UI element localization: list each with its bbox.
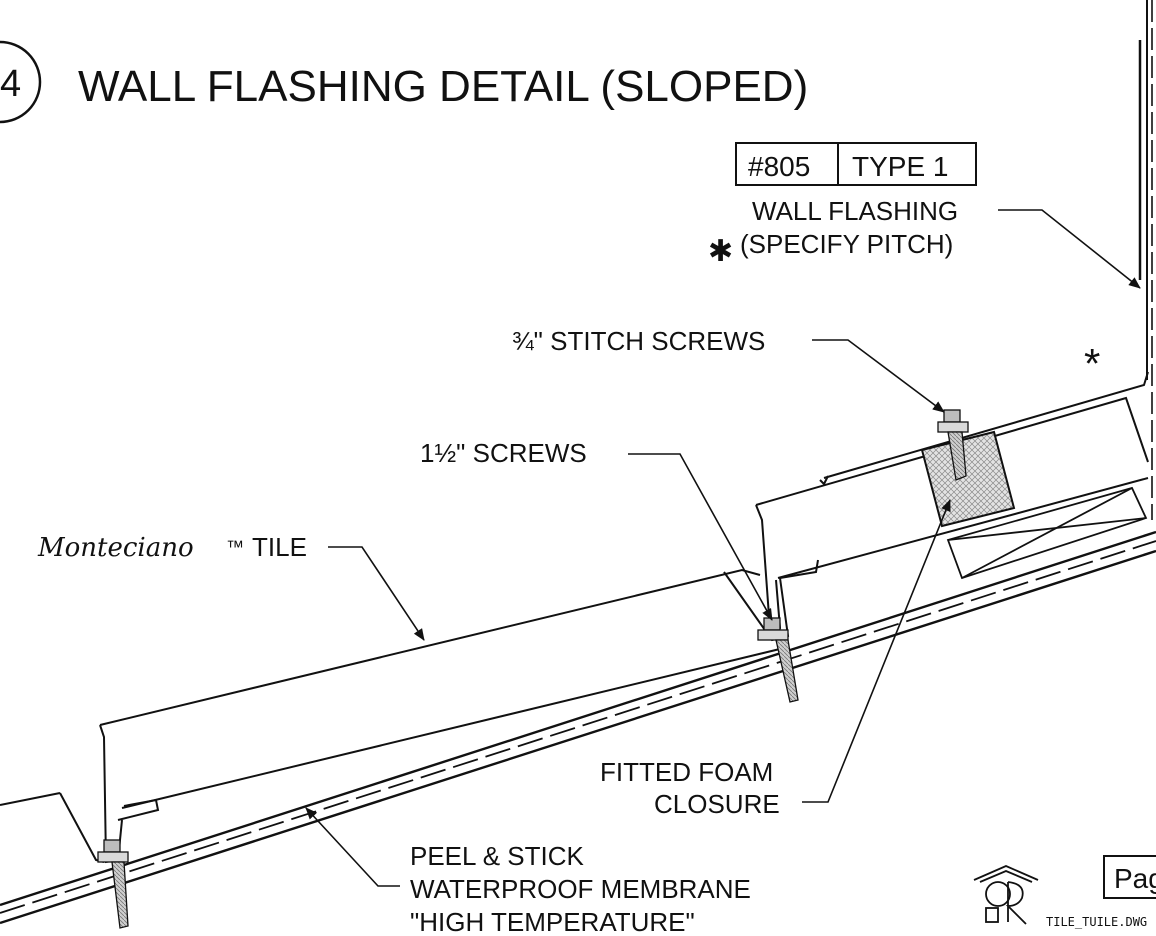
tile-word-label: TILE (252, 532, 307, 562)
specify-pitch-label: (SPECIFY PITCH) (740, 229, 953, 259)
membrane-label-line1: PEEL & STICK (410, 841, 585, 871)
foam-closure-label-line1: FITTED FOAM (600, 757, 773, 787)
foam-closure-leader (802, 499, 951, 803)
foam-closure (920, 430, 1016, 528)
tile-left-partial (0, 792, 105, 863)
tile-tm-mark: ™ (226, 537, 244, 557)
membrane-dashed-line (0, 540, 1156, 914)
title-block: 4 WALL FLASHING DETAIL (SLOPED) (0, 40, 808, 124)
wall-line (1138, 0, 1153, 520)
membrane-leader (305, 807, 400, 887)
detail-number-circle (0, 40, 42, 124)
batten-block (946, 486, 1148, 580)
foam-closure-label-line2: CLOSURE (654, 789, 780, 819)
product-code-box: #805 TYPE 1 (735, 142, 977, 186)
deck-top-line (0, 530, 1156, 907)
product-type: TYPE 1 (852, 151, 948, 182)
membrane-label-line3: "HIGH TEMPERATURE" (410, 907, 695, 936)
product-code: #805 (748, 151, 810, 182)
tile-screw-lower (97, 839, 129, 929)
tile-brand-label: Monteciano (37, 533, 194, 563)
screws-leader (628, 453, 773, 621)
wall-flashing-leader (998, 209, 1141, 289)
company-logo (973, 865, 1039, 925)
tile-screw-upper (757, 617, 799, 703)
file-name: TILE_TUILE.DWG (1046, 915, 1147, 929)
stitch-screws-leader (812, 339, 945, 413)
wall-flashing-label: WALL FLASHING (752, 196, 958, 226)
page-box (1103, 855, 1156, 899)
page-label: Pag (1114, 863, 1156, 894)
stitch-screw (937, 409, 969, 481)
membrane-label-line2: WATERPROOF MEMBRANE (410, 874, 751, 904)
deck-bottom-line (0, 549, 1156, 925)
stitch-screws-label: ¾" STITCH SCREWS (512, 326, 765, 356)
detail-number: 4 (0, 63, 21, 105)
asterisk-wall-marker: * (1084, 340, 1100, 387)
asterisk-marker: ✱ (708, 235, 733, 268)
tile-leader (328, 546, 425, 641)
roof-deck (0, 530, 1156, 925)
screws-label: 1½" SCREWS (420, 438, 587, 468)
page-title: WALL FLASHING DETAIL (SLOPED) (78, 62, 808, 111)
